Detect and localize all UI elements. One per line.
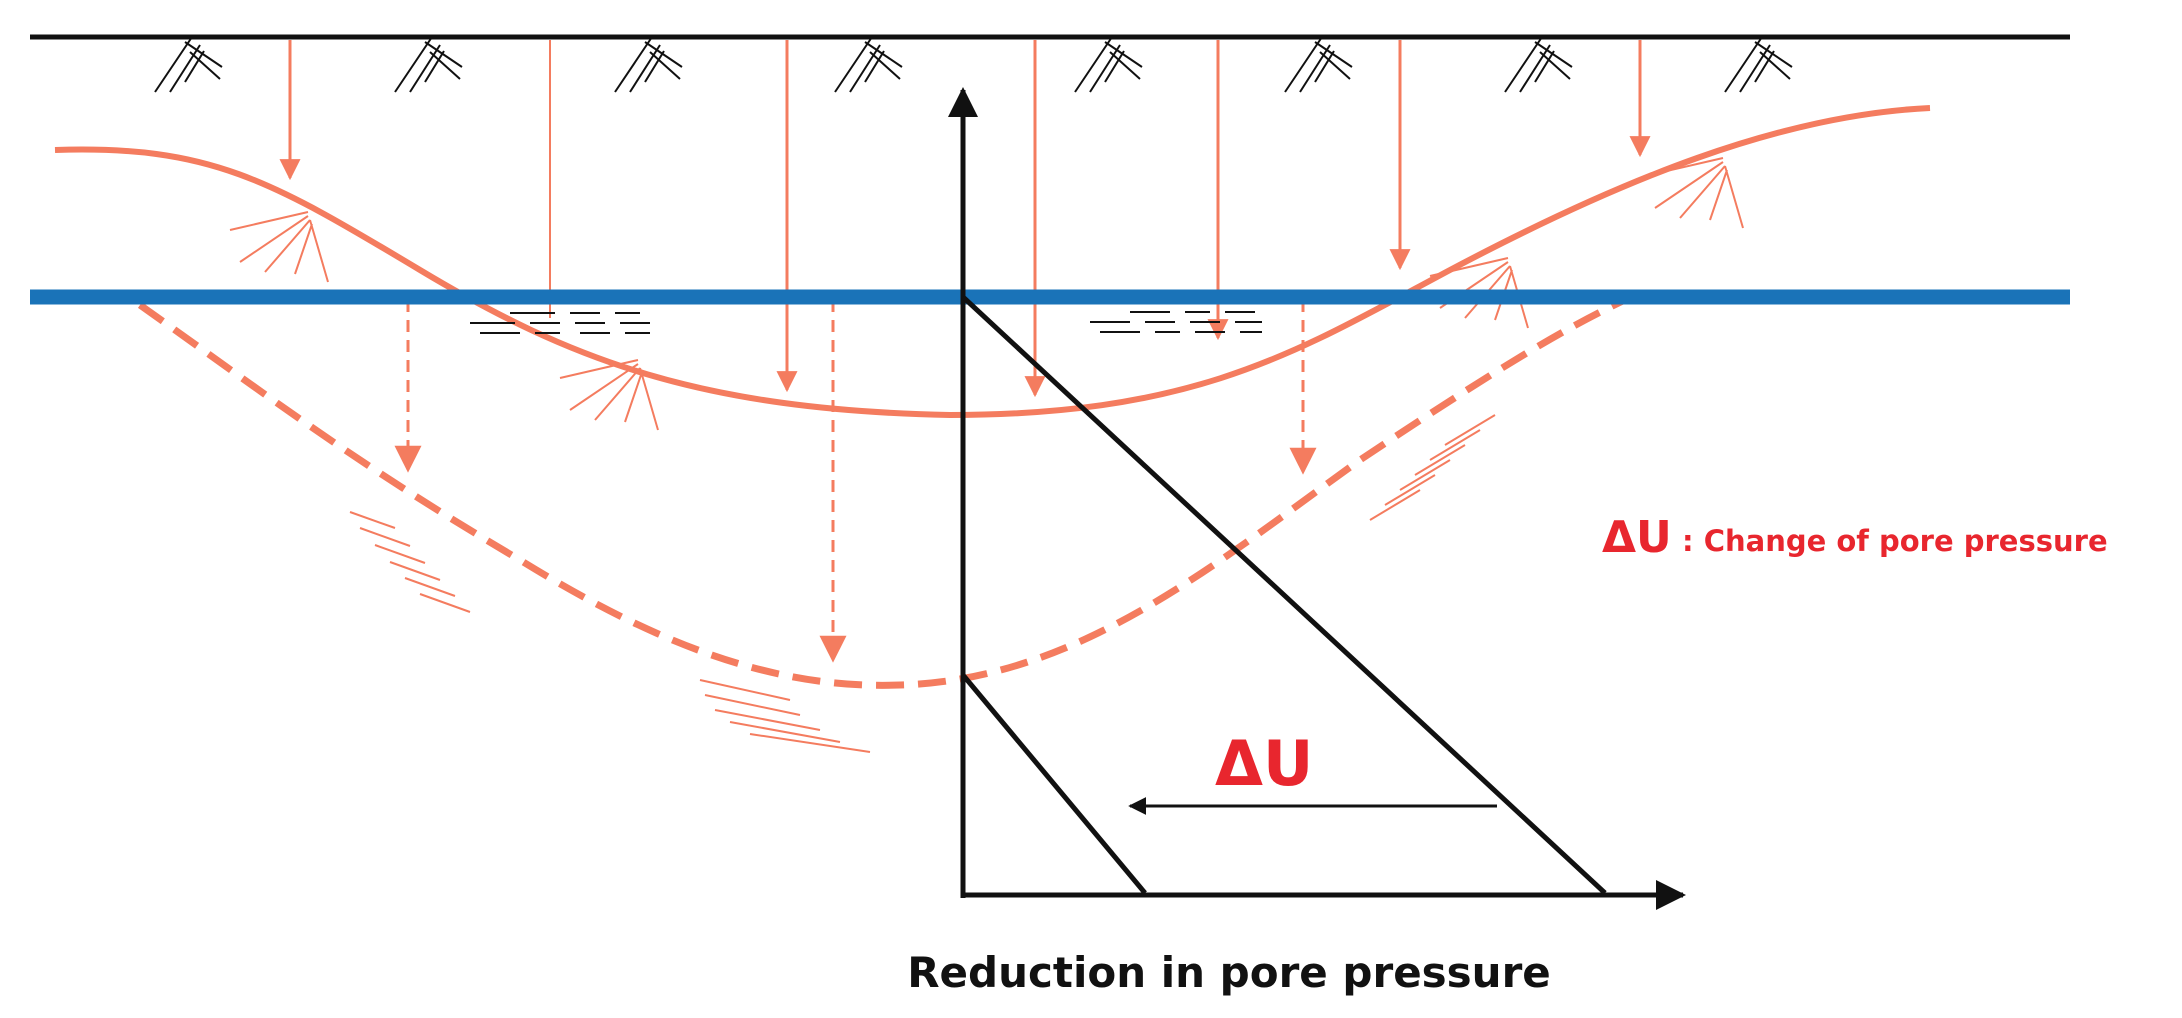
legend-text: : Change of pore pressure [1682,524,2108,558]
curve-hatch-2 [559,359,659,431]
ground-hatch-1 [154,36,223,93]
ground-hatch-4 [834,36,903,93]
water-symbol-right [1090,311,1262,333]
water-symbol-left [470,312,650,334]
initial-water-table-curve [54,105,1931,419]
ground-hatch-8 [1724,36,1793,93]
dashed-curve-ticks [349,414,1496,753]
ground-hatch-symbols [154,36,1793,93]
delta-u-label: ΔU [1215,727,1313,800]
lowered-water-table-curve [137,296,1627,689]
ground-hatch-6 [1284,36,1353,93]
infiltration-arrows [279,40,1651,398]
ground-hatch-7 [1504,36,1573,93]
drawdown-arrows [394,300,1317,663]
initial-pressure-line [961,295,1607,895]
ticks-bottom [699,679,871,753]
curve-hatch-1 [229,211,329,283]
curve-hatch-4 [1644,157,1744,229]
legend-symbol: ΔU [1602,512,1672,563]
ground-hatch-5 [1074,36,1143,93]
x-axis-caption: Reduction in pore pressure [907,948,1551,997]
ground-hatch-3 [614,36,683,93]
ticks-right [1369,414,1496,521]
ticks-left [349,511,471,613]
curve-hatch-symbols [229,157,1744,431]
reduced-pressure-line [961,673,1147,895]
ground-hatch-2 [394,36,463,93]
water-symbols [470,311,1262,334]
